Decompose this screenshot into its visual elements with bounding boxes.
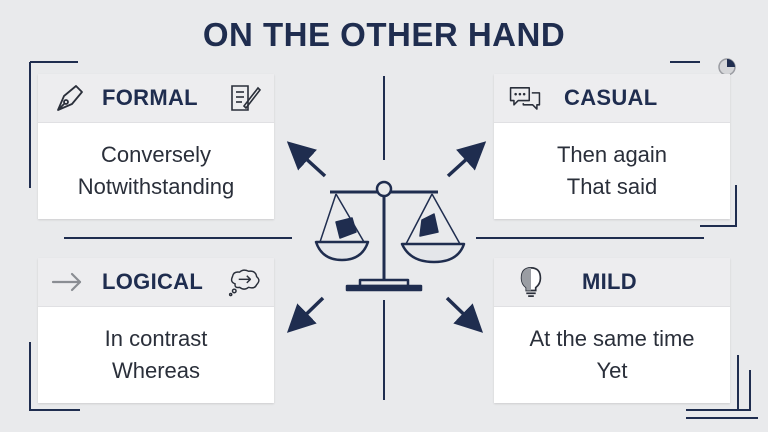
- page-title: ON THE OTHER HAND: [202, 16, 566, 53]
- card-logical-label: LOGICAL: [102, 269, 204, 294]
- card-logical-body: In contrast Whereas: [38, 307, 274, 403]
- card-casual: CASUAL Then again That said: [494, 74, 730, 219]
- arrow-to-logical: [286, 296, 325, 333]
- card-casual-header: CASUAL: [494, 74, 730, 123]
- document-quill-icon: [231, 85, 262, 111]
- corner-dial-icon: [718, 58, 736, 76]
- phrase: In contrast: [104, 326, 208, 351]
- phrase: Then again: [556, 142, 668, 167]
- card-mild-body: At the same time Yet: [494, 307, 730, 403]
- card-formal: FORMAL Conversely Notwithstanding: [38, 74, 274, 219]
- fountain-pen-icon: [57, 85, 83, 111]
- lightbulb-icon: [520, 267, 542, 297]
- phrase: Notwithstanding: [77, 174, 235, 199]
- balance-scale-icon: [314, 180, 466, 292]
- phrase: That said: [566, 174, 658, 199]
- card-logical-header: LOGICAL: [38, 258, 274, 307]
- phrase: Yet: [596, 358, 628, 383]
- phrase: Whereas: [111, 358, 201, 383]
- speech-bubbles-icon: [509, 87, 541, 110]
- card-casual-label: CASUAL: [564, 85, 658, 110]
- card-casual-body: Then again That said: [494, 123, 730, 219]
- card-formal-body: Conversely Notwithstanding: [38, 123, 274, 219]
- card-logical: LOGICAL In contrast Whereas: [38, 258, 274, 403]
- corner-brackets: [29, 61, 758, 419]
- axes: [64, 76, 704, 400]
- card-mild-header: MILD: [494, 258, 730, 307]
- phrase: Conversely: [100, 142, 212, 167]
- arrows: [286, 141, 487, 333]
- card-formal-label: FORMAL: [102, 85, 198, 110]
- phrase: At the same time: [529, 326, 695, 351]
- arrow-to-formal: [286, 141, 327, 178]
- arrow-to-mild: [445, 296, 484, 333]
- thought-bubble-arrow-icon: [228, 269, 260, 297]
- card-mild: MILD At the same time Yet: [494, 258, 730, 403]
- card-mild-label: MILD: [582, 269, 637, 294]
- card-formal-header: FORMAL: [38, 74, 274, 123]
- arrow-to-casual: [446, 141, 487, 178]
- arrow-right-icon: [51, 272, 82, 292]
